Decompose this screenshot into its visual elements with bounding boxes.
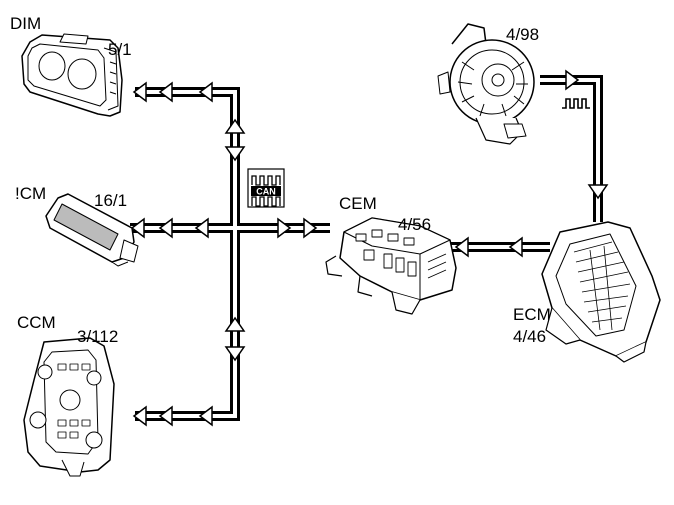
arrow-gen-1	[565, 69, 580, 91]
ecm-code-label: 4/46	[513, 327, 546, 346]
arrow-ccm-1	[132, 405, 147, 427]
icm-code-label: 16/1	[94, 191, 127, 210]
can-bus-icon: CAN	[247, 168, 285, 208]
arrow-bus-down	[224, 146, 246, 162]
arrow-dim-2	[158, 81, 173, 103]
arrow-ccm-3	[198, 405, 213, 427]
ecm-name-label: ECM	[513, 305, 551, 324]
arrow-cem-1	[277, 217, 292, 239]
ecm-module-illustration	[541, 221, 661, 363]
arrow-bus-lower-up	[224, 316, 246, 332]
icm-name-label: !CM	[15, 184, 46, 203]
ccm-name-label: CCM	[17, 313, 56, 332]
arrow-bus-lower-down	[224, 346, 246, 362]
pulse-signal-icon	[562, 98, 590, 109]
icm-module-illustration	[45, 193, 139, 267]
arrow-icm-1	[130, 217, 145, 239]
cem-code-label: 4/56	[398, 215, 431, 234]
dim-code-label: 5/1	[108, 40, 132, 59]
ccm-module-illustration	[23, 337, 115, 477]
arrow-ecm-cem-2	[454, 236, 469, 258]
cem-module-illustration	[325, 217, 457, 315]
arrow-bus-up	[224, 118, 246, 134]
arrow-cem-2	[303, 217, 318, 239]
module-labels: DIM 5/1 !CM 16/1 CCM 3/112 CEM 4/56 4/98…	[10, 14, 551, 346]
arrow-icm-3	[194, 217, 209, 239]
arrow-gen-2	[587, 184, 609, 200]
arrow-dim-3	[198, 81, 213, 103]
arrow-dim-1	[132, 81, 147, 103]
cem-name-label: CEM	[339, 194, 377, 213]
arrow-ccm-2	[158, 405, 173, 427]
arrow-ecm-cem-3	[508, 236, 523, 258]
can-label: CAN	[256, 187, 276, 197]
dim-module-illustration	[21, 33, 123, 117]
arrow-icm-2	[158, 217, 173, 239]
ccm-code-label: 3/112	[77, 327, 118, 346]
generator-code-label: 4/98	[506, 25, 539, 44]
dim-name-label: DIM	[10, 14, 41, 33]
generator-illustration	[437, 23, 535, 145]
